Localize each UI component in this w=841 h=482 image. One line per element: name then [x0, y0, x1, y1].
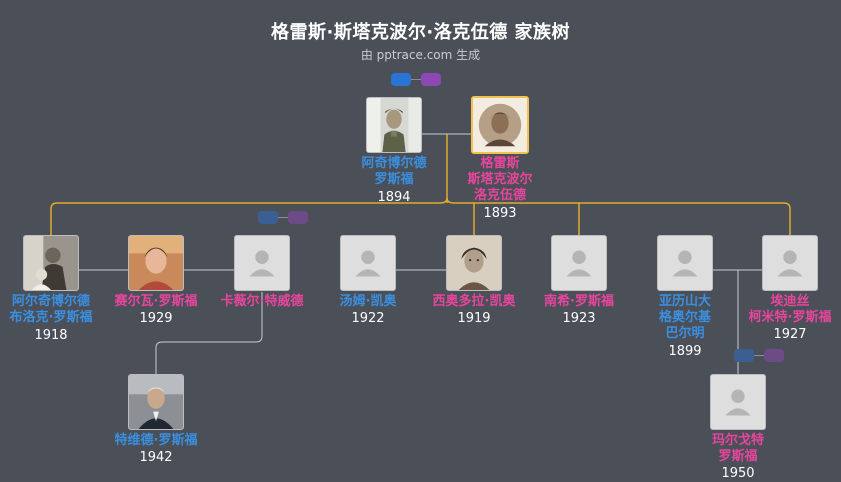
photo-archibald-roosevelt[interactable] — [366, 97, 422, 153]
year-tweed-roosevelt: 1942 — [139, 450, 173, 465]
expand-tweed-toggle[interactable] — [258, 211, 308, 225]
placeholder-avatar-icon — [658, 236, 712, 290]
toggle-connector — [278, 217, 288, 218]
photo-tweed-roosevelt[interactable] — [128, 374, 184, 430]
photo-edith-roosevelt[interactable] — [762, 235, 818, 291]
year-edith-roosevelt: 1927 — [773, 327, 807, 342]
elderly-woman-photo — [129, 236, 183, 290]
page-subtitle: 由 pptrace.com 生成 — [360, 48, 481, 62]
name-tweed-roosevelt[interactable]: 特维德·罗斯福 — [114, 433, 198, 448]
photo-tom-kyle[interactable] — [340, 235, 396, 291]
photo-sylvia-roosevelt[interactable] — [128, 235, 184, 291]
name-edith-roosevelt[interactable]: 埃迪丝 柯米特·罗斯福 — [748, 294, 832, 325]
year-theodora-kyle: 1919 — [457, 311, 491, 326]
photo-margot-roosevelt[interactable] — [710, 374, 766, 430]
family-photo — [24, 236, 78, 290]
name-grace-lockwood[interactable]: 格雷斯 斯塔克波尔 洛克伍德 — [467, 156, 533, 203]
placeholder-avatar-icon — [711, 375, 765, 429]
expand-maternal-button[interactable] — [288, 211, 308, 224]
photo-tweed[interactable] — [234, 235, 290, 291]
expand-parents-toggle[interactable] — [391, 73, 441, 87]
name-margot-roosevelt[interactable]: 玛尔戈特 罗斯福 — [711, 433, 764, 464]
year-tom-kyle: 1922 — [351, 311, 385, 326]
photo-theodora-kyle[interactable] — [446, 235, 502, 291]
name-archibald-bulloch[interactable]: 阿尔奇博尔德 布洛克·罗斯福 — [9, 294, 93, 325]
expand-paternal-button[interactable] — [391, 73, 411, 86]
name-archibald-roosevelt[interactable]: 阿奇博尔德 罗斯福 — [361, 156, 427, 187]
year-margot-roosevelt: 1950 — [721, 466, 755, 481]
year-archibald-roosevelt: 1894 — [377, 190, 411, 205]
toggle-connector — [411, 79, 421, 80]
placeholder-avatar-icon — [341, 236, 395, 290]
year-alexander-barmine: 1899 — [668, 344, 702, 359]
photo-nancy-roosevelt[interactable] — [551, 235, 607, 291]
expand-paternal-button[interactable] — [734, 349, 754, 362]
toggle-connector — [754, 355, 764, 356]
name-alexander-barmine[interactable]: 亚历山大 格奥尔基 巴尔明 — [658, 294, 711, 341]
name-nancy-roosevelt[interactable]: 南希·罗斯福 — [544, 294, 614, 309]
year-grace-lockwood: 1893 — [483, 206, 517, 221]
expand-maternal-button[interactable] — [421, 73, 441, 86]
placeholder-avatar-icon — [763, 236, 817, 290]
name-sylvia-roosevelt[interactable]: 赛尔瓦·罗斯福 — [114, 294, 198, 309]
child-line-archibald-jr — [50, 197, 448, 236]
name-tweed[interactable]: 卡薇尔·特威德 — [220, 294, 304, 309]
page-title: 格雷斯·斯塔克波尔·洛克伍德 家族树 — [271, 22, 570, 43]
older-man-photo — [129, 375, 183, 429]
expand-paternal-button[interactable] — [258, 211, 278, 224]
photo-grace-lockwood[interactable] — [471, 96, 529, 154]
vintage-woman-photo — [447, 236, 501, 290]
placeholder-avatar-icon — [235, 236, 289, 290]
expand-margot-toggle[interactable] — [734, 349, 784, 363]
military-portrait-photo — [367, 98, 421, 152]
photo-archibald-bulloch[interactable] — [23, 235, 79, 291]
photo-alexander-barmine[interactable] — [657, 235, 713, 291]
child-line-tweed — [155, 292, 263, 375]
child-line-edith — [446, 197, 791, 236]
placeholder-avatar-icon — [552, 236, 606, 290]
expand-maternal-button[interactable] — [764, 349, 784, 362]
year-nancy-roosevelt: 1923 — [562, 311, 596, 326]
woman-portrait-photo — [473, 98, 527, 152]
name-theodora-kyle[interactable]: 西奥多拉·凯奥 — [432, 294, 516, 309]
year-sylvia-roosevelt: 1929 — [139, 311, 173, 326]
year-archibald-bulloch: 1918 — [34, 328, 68, 343]
name-tom-kyle[interactable]: 汤姆·凯奥 — [339, 294, 397, 309]
